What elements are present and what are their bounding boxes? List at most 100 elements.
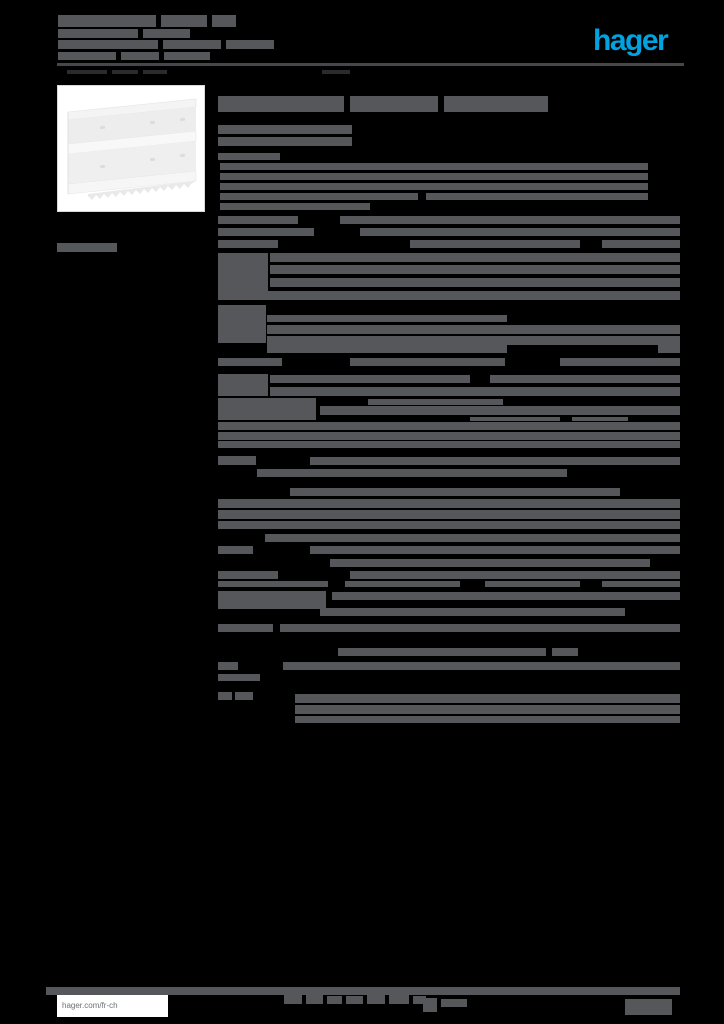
redacted-text-bar (218, 441, 680, 448)
image-caption-redacted (57, 243, 117, 252)
redacted-text-bar (218, 137, 352, 146)
header-rule (57, 63, 684, 66)
redacted-text-bar (218, 228, 314, 236)
redacted-text-bar (218, 499, 680, 508)
redacted-text-bar (67, 70, 107, 74)
redacted-text-bar (320, 608, 625, 616)
redacted-text-bar (218, 291, 680, 300)
redacted-text-bar (265, 534, 680, 542)
redacted-text-bar (218, 510, 680, 519)
redacted-text-bar (490, 375, 680, 383)
redacted-text-bar (270, 375, 470, 383)
redacted-text-bar (220, 203, 370, 210)
redacted-text-bar (58, 40, 158, 49)
redacted-text-bar (218, 624, 273, 632)
redacted-text-bar (161, 15, 207, 27)
footer-url-link[interactable]: hager.com/fr-ch (57, 995, 168, 1017)
redacted-text-bar (290, 488, 620, 496)
redacted-text-bar (295, 705, 680, 714)
redacted-text-bar (218, 422, 680, 430)
redacted-text-bar (218, 398, 316, 420)
redacted-text-bar (212, 15, 236, 27)
redacted-text-bar (320, 406, 680, 415)
redacted-text-bar (121, 52, 159, 60)
redacted-text-bar (218, 153, 280, 160)
redacted-text-bar (270, 278, 680, 287)
redacted-text-bar (280, 624, 680, 632)
redacted-text-bar (552, 648, 578, 656)
redacted-text-bar (218, 692, 232, 700)
redacted-text-bar (283, 662, 680, 670)
redacted-text-bar (332, 592, 680, 600)
redacted-text-bar (257, 469, 567, 477)
product-image (67, 98, 197, 200)
redacted-text-bar (368, 399, 503, 405)
redacted-text-bar (218, 591, 326, 609)
redacted-text-bar (220, 163, 648, 170)
product-image-box (57, 85, 205, 212)
redacted-text-bar (295, 694, 680, 703)
redacted-text-bar (410, 240, 580, 248)
redacted-text-bar (58, 29, 138, 38)
redacted-text-bar (310, 546, 680, 554)
redacted-text-bar (218, 432, 680, 440)
redacted-text-bar (218, 571, 278, 579)
redacted-text-bar (220, 173, 648, 180)
redacted-text-bar (350, 358, 505, 366)
footer-rule (46, 987, 680, 995)
redacted-text-bar (267, 325, 680, 334)
redacted-text-bar (658, 345, 680, 353)
redacted-text-bar (58, 15, 156, 27)
redacted-text-bar (218, 240, 278, 248)
redacted-text-bar (602, 240, 680, 248)
redacted-text-bar (350, 571, 680, 579)
redacted-text-bar (218, 662, 238, 670)
redacted-text-bar (340, 216, 680, 224)
redacted-text-bar (218, 674, 260, 681)
redacted-text-bar (218, 96, 344, 112)
redacted-text-bar (267, 345, 507, 353)
redacted-text-bar (235, 692, 253, 700)
hager-logo: hager (593, 24, 669, 57)
redacted-text-bar (270, 253, 680, 262)
redacted-text-bar (310, 457, 680, 465)
redacted-text-bar (470, 417, 560, 421)
redacted-text-bar (218, 125, 352, 134)
page-number-box (625, 999, 672, 1015)
redacted-text-bar (270, 265, 680, 274)
redacted-text-bar (444, 96, 548, 112)
redacted-text-bar (143, 70, 167, 74)
redacted-text-bar (345, 581, 460, 587)
redacted-text-bar (220, 183, 648, 190)
redacted-text-bar (426, 193, 648, 200)
redacted-text-bar (218, 581, 328, 587)
redacted-text-bar (218, 305, 266, 343)
redacted-text-bar (164, 52, 210, 60)
redacted-text-bar (560, 358, 680, 366)
redacted-text-bar (163, 40, 221, 49)
redacted-text-bar (295, 716, 680, 723)
redacted-text-bar (338, 648, 546, 656)
redacted-text-bar (218, 456, 256, 465)
redacted-text-bar (602, 581, 680, 587)
redacted-text-bar (360, 228, 680, 236)
redacted-text-bar (112, 70, 138, 74)
redacted-text-bar (350, 96, 438, 112)
redacted-text-bar (218, 374, 268, 396)
redacted-text-bar (218, 546, 253, 554)
redacted-text-bar (226, 40, 274, 49)
redacted-text-bar (572, 417, 628, 421)
redacted-text-bar (267, 315, 507, 322)
redacted-text-bar (143, 29, 190, 38)
redacted-text-bar (485, 581, 580, 587)
redacted-text-bar (270, 387, 680, 396)
redacted-text-bar (58, 52, 116, 60)
redacted-text-bar (322, 70, 350, 74)
redacted-text-bar (330, 559, 650, 567)
redacted-text-bar (218, 358, 282, 366)
redacted-text-bar (267, 336, 680, 345)
redacted-text-bar (218, 216, 298, 224)
redacted-text-bar (220, 193, 418, 200)
